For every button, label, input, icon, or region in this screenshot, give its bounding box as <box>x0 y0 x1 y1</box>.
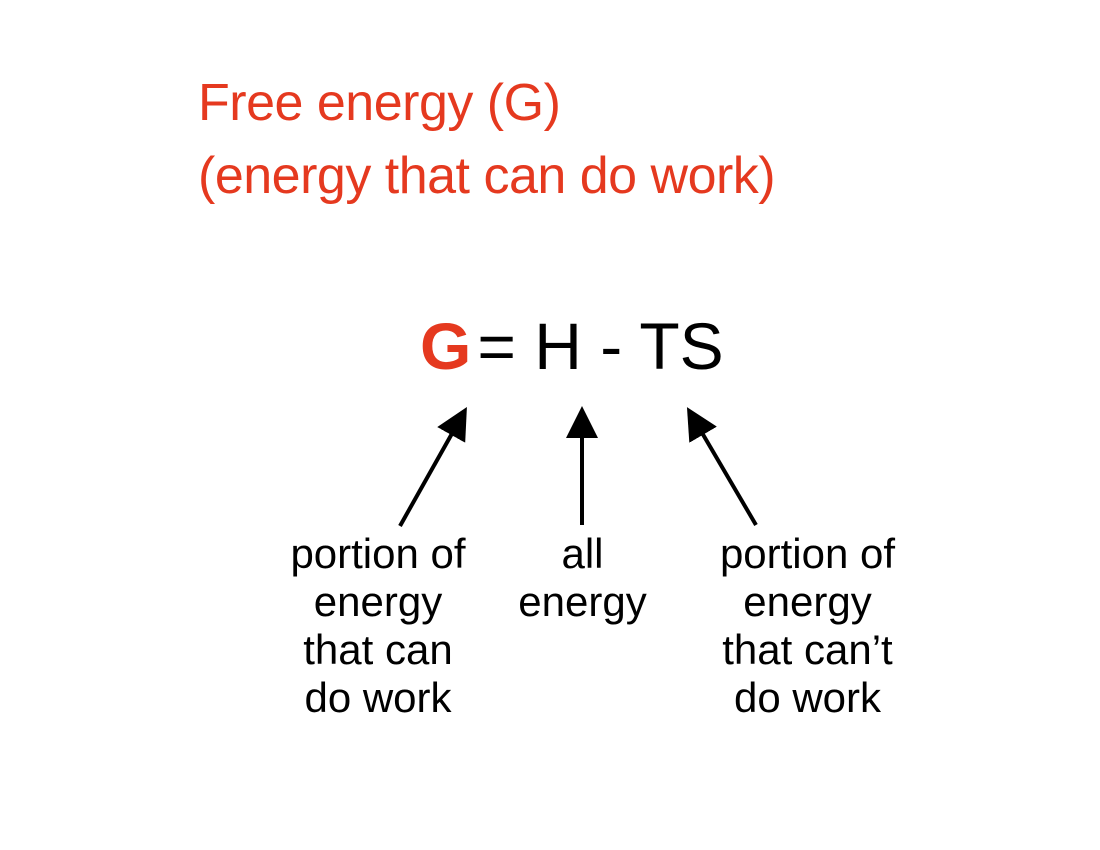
equation-rest: = H - TS <box>477 309 724 383</box>
label-middle-line: all <box>561 530 604 577</box>
label-right-line: do work <box>733 674 882 721</box>
label-middle-line: energy <box>518 578 647 625</box>
equation: G= H - TS <box>420 306 724 386</box>
label-right-line: portion of <box>719 530 896 577</box>
label-right-line: energy <box>743 578 872 625</box>
label-right-line: that can’t <box>722 626 893 673</box>
arrow-right <box>686 407 758 527</box>
arrow-left <box>398 407 467 527</box>
equation-g: G <box>420 309 472 383</box>
label-right: portion of energy that can’t do work <box>695 530 920 722</box>
label-left-line: do work <box>304 674 452 721</box>
label-left-line: energy <box>313 578 443 625</box>
label-left: portion of energy that can do work <box>268 530 488 722</box>
title-line-2: (energy that can do work) <box>198 147 776 205</box>
label-left-line: portion of <box>290 530 466 577</box>
label-left-line: that can <box>303 626 453 673</box>
title-line-1: Free energy (G) <box>198 74 561 132</box>
label-middle: all energy <box>495 530 670 626</box>
